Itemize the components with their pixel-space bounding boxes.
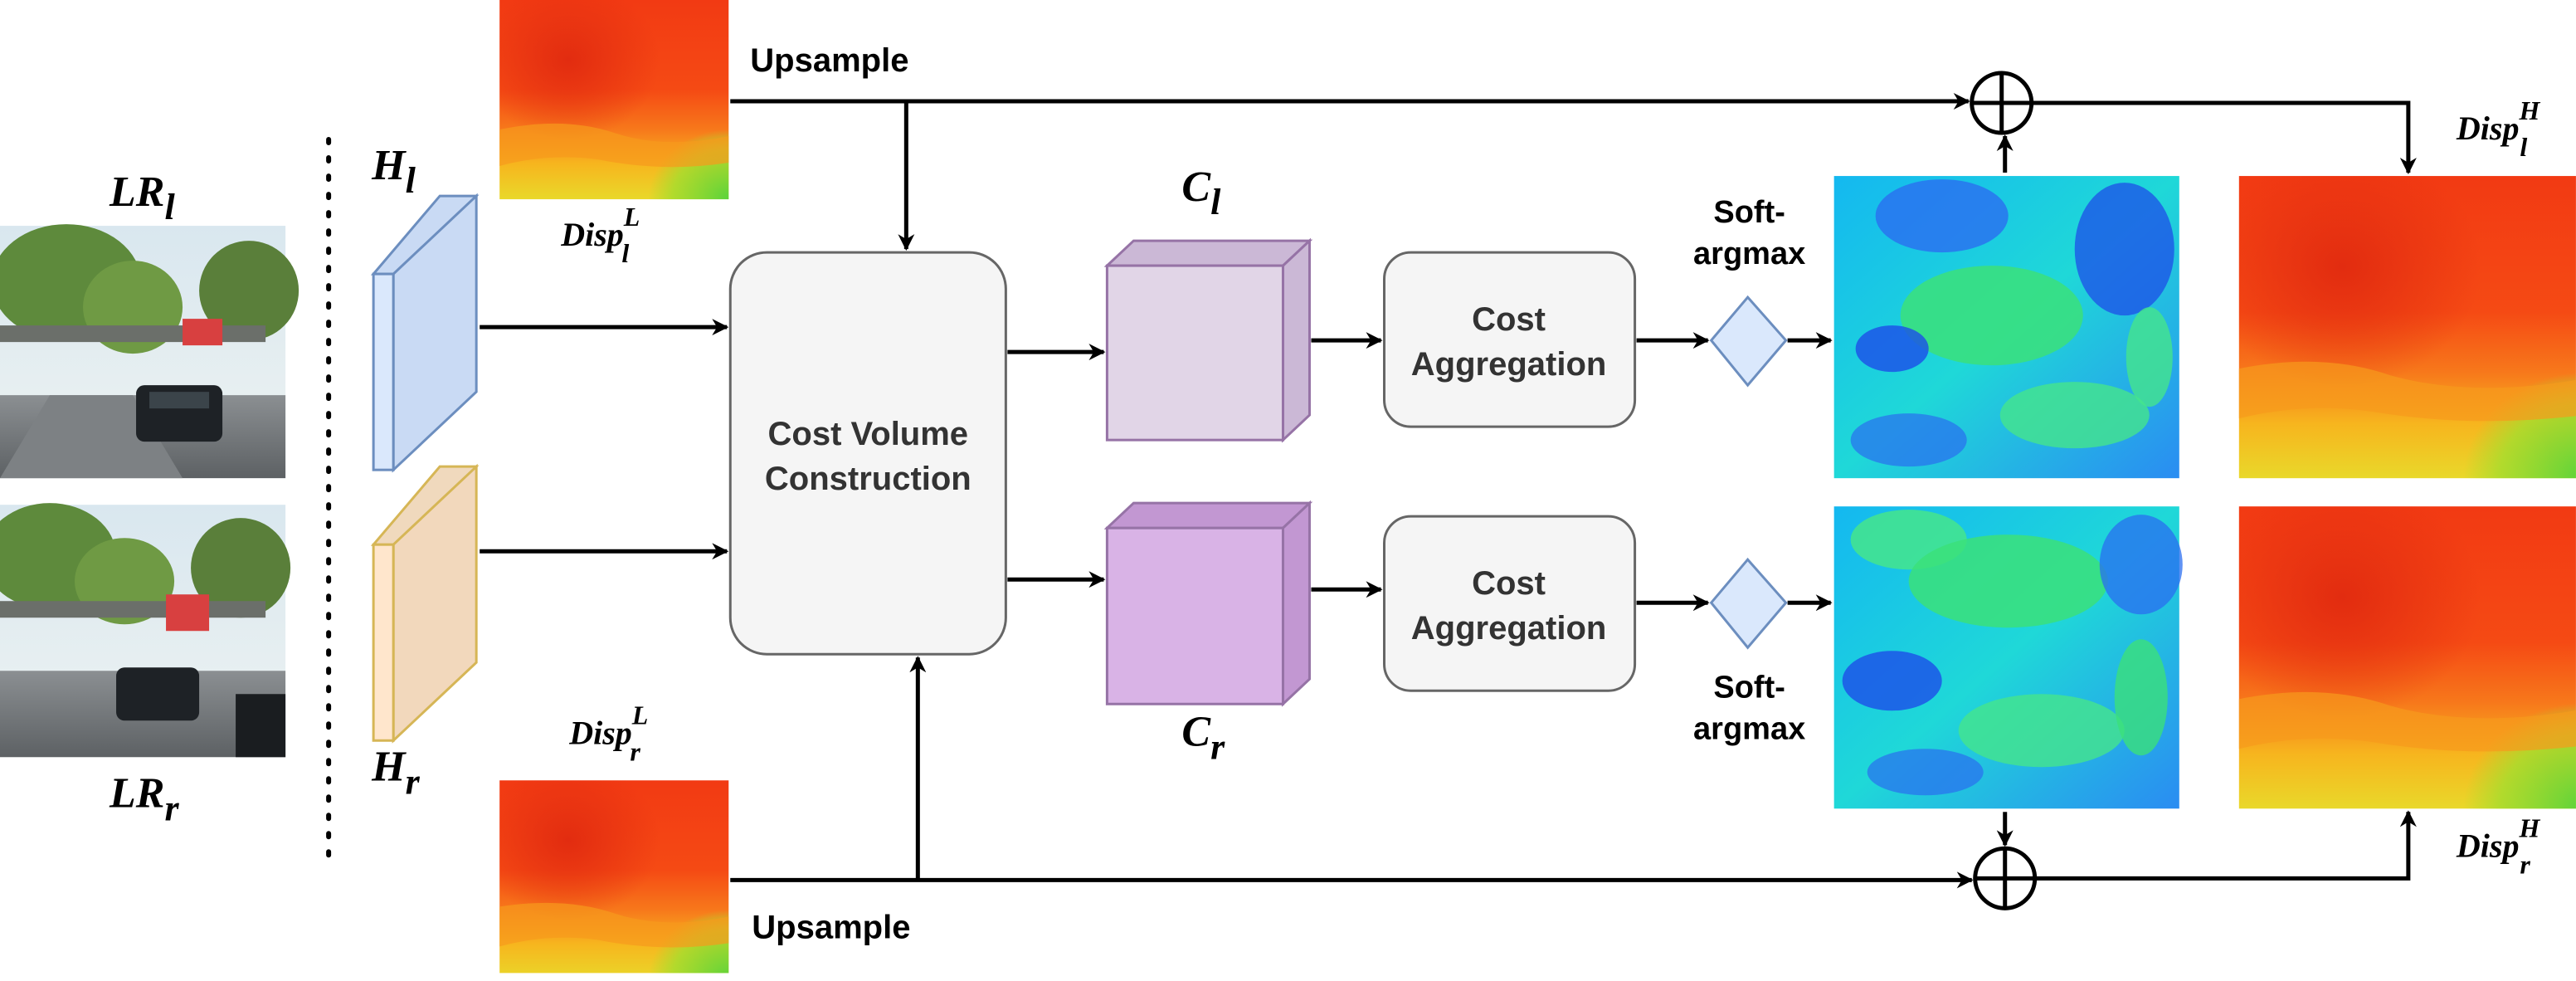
cost-volume-cube-left [1103,237,1313,443]
low-res-disparity-left-map [499,0,729,200]
aggregation-top-line2: Aggregation [1411,346,1607,383]
feature-right-main: H [371,743,407,790]
softargmax-diamond-top [1709,295,1788,388]
disp-high-left-main: Disp [2456,110,2520,147]
connector-arrows [480,93,2417,889]
svg-text:Cr: Cr [1181,708,1225,767]
residual-map-top [1833,176,2179,479]
input-label-right: LRr [109,769,179,828]
disp-low-left-main: Disp [560,216,624,253]
upsample-label-bottom: Upsample [752,909,910,945]
disp-high-left-sup: H [2518,95,2540,125]
disp-high-right-sup: H [2518,813,2540,842]
sum-node-top [1970,71,2034,135]
softargmax-bottom-line2: argmax [1693,711,1805,746]
disp-low-right-sup: L [631,700,649,730]
disp-high-left-sub: l [2520,132,2527,162]
upsample-label-top: Upsample [750,42,908,79]
input-left-sub: l [164,187,175,227]
disp-high-right-main: Disp [2456,827,2520,864]
cost-volume-label-left: Cl [1181,164,1221,222]
input-right-main: LR [109,769,164,817]
cost-aggregation-node-bottom: Cost Aggregation [1383,515,1637,692]
cost-right-main: C [1181,708,1211,755]
high-res-disparity-right-map [2238,506,2576,809]
feature-slab-right [370,463,480,744]
disp-low-left-sup: L [623,202,640,232]
cost-aggregation-node-top: Cost Aggregation [1383,251,1637,428]
disp-low-left-sub: l [621,238,629,268]
low-res-disparity-right-map [499,780,729,980]
high-res-disparity-left-map [2238,176,2576,479]
disp-low-right-sub: r [630,736,640,766]
svg-text:Hr: Hr [371,743,420,802]
aggregation-bottom-line1: Cost [1472,565,1546,602]
feature-slab-left [370,193,480,473]
softargmax-top-line2: argmax [1693,237,1805,271]
right-street-image [0,503,291,758]
softargmax-diamond-bottom [1709,557,1788,650]
sum-node-bottom [1973,846,2038,910]
left-street-image [0,224,299,479]
cost-volume-line2: Construction [765,461,971,497]
softargmax-bottom-line1: Soft- [1713,670,1785,705]
cost-volume-cube-right [1103,500,1313,707]
disp-low-right-main: Disp [568,714,632,751]
softargmax-top-line1: Soft- [1713,195,1785,230]
aggregation-bottom-line2: Aggregation [1411,610,1607,647]
feature-label-left: Hl [371,142,416,201]
input-left-main: LR [109,168,164,216]
disp-high-right-sub: r [2520,849,2530,879]
svg-text:Cl: Cl [1181,164,1221,222]
svg-text:LRl: LRl [109,168,175,227]
svg-text:LRr: LRr [109,769,179,828]
input-label-left: LRl [109,168,175,227]
aggregation-top-line1: Cost [1472,301,1546,338]
svg-text:Hl: Hl [371,142,416,201]
residual-map-bottom [1833,506,2183,809]
cost-volume-construction-node: Cost Volume Construction [728,251,1007,656]
cost-left-sub: l [1210,182,1221,222]
feature-left-main: H [371,142,407,189]
cost-left-main: C [1181,164,1211,211]
cost-right-sub: r [1210,726,1225,767]
feature-left-sub: l [406,160,416,201]
feature-right-sub: r [406,761,421,802]
feature-label-right: Hr [371,743,420,802]
cost-volume-line1: Cost Volume [768,416,969,452]
cost-volume-label-right: Cr [1181,708,1225,767]
input-right-sub: r [164,788,179,828]
